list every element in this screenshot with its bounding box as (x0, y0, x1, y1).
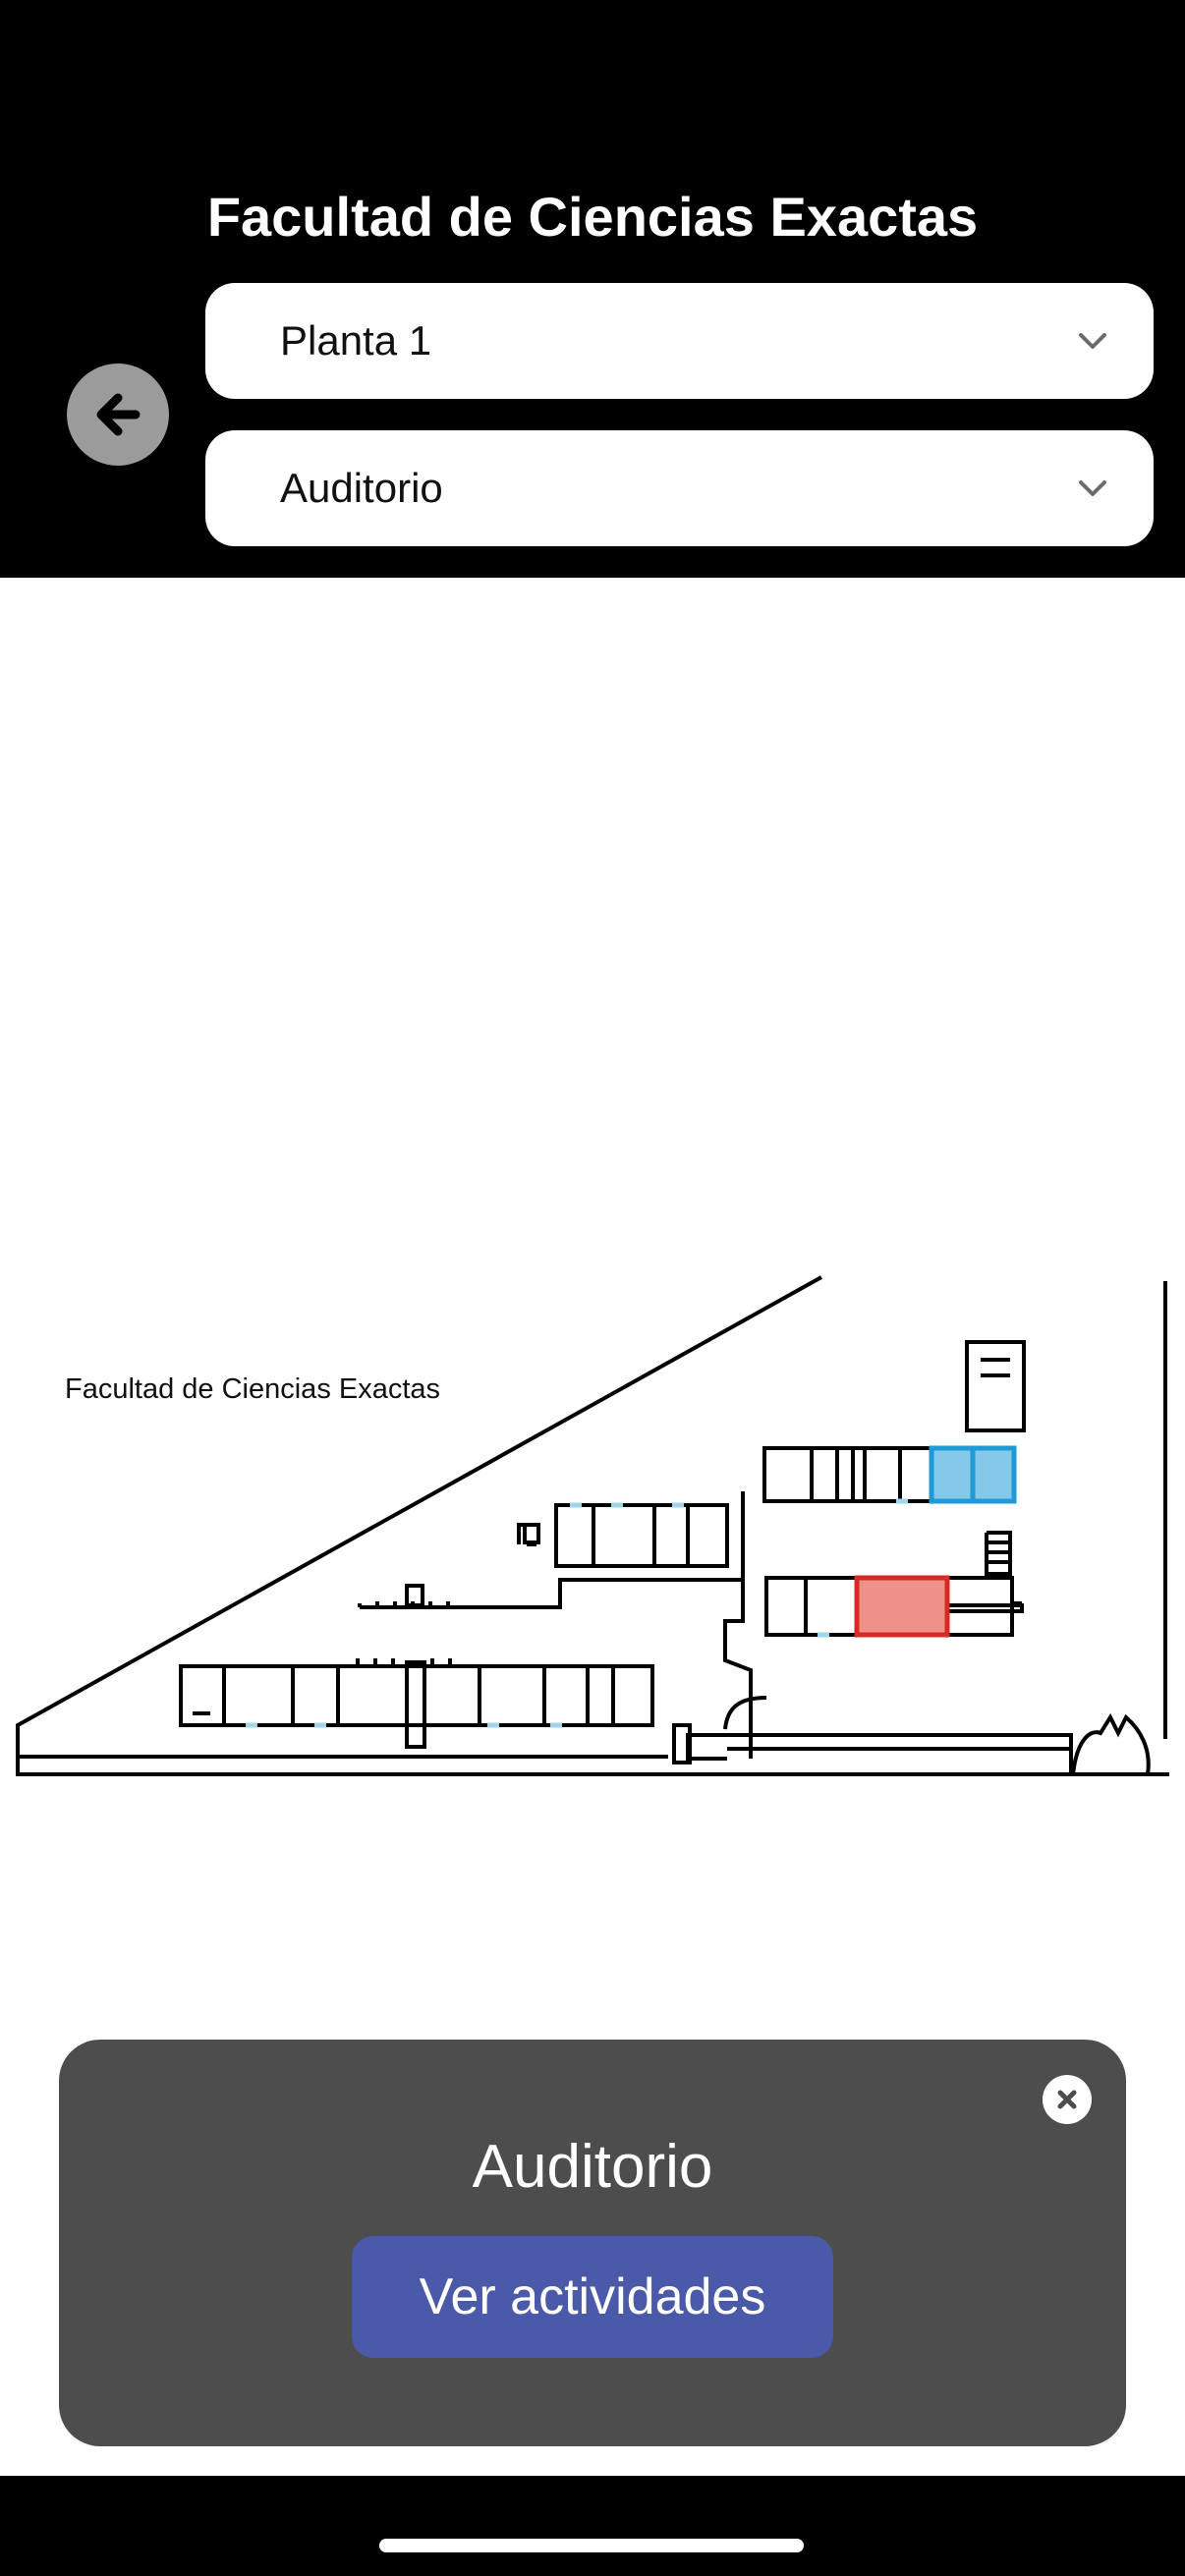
building-outline (16, 1275, 1169, 1776)
close-button[interactable] (1043, 2075, 1092, 2124)
system-nav-bar (0, 2476, 1185, 2576)
back-button[interactable] (67, 364, 169, 466)
room-name: Auditorio (472, 2133, 713, 2201)
map-room-auditorio-highlight (854, 1575, 950, 1638)
home-indicator[interactable] (379, 2539, 804, 2552)
arrow-left-icon (96, 393, 141, 436)
close-icon (1057, 2090, 1077, 2109)
floor-select[interactable]: Planta 1 (205, 283, 1154, 399)
room-select-value: Auditorio (280, 465, 443, 511)
room-select[interactable]: Auditorio (205, 430, 1154, 546)
page-title: Facultad de Ciencias Exactas (206, 186, 979, 248)
map-building-label: Facultad de Ciencias Exactas (65, 1373, 441, 1405)
floor-plan-map[interactable] (0, 1267, 1185, 1798)
floor-select-value: Planta 1 (280, 317, 432, 364)
view-activities-button[interactable]: Ver actividades (352, 2236, 833, 2358)
chevron-down-icon (1079, 333, 1106, 349)
chevron-down-icon (1079, 480, 1106, 496)
